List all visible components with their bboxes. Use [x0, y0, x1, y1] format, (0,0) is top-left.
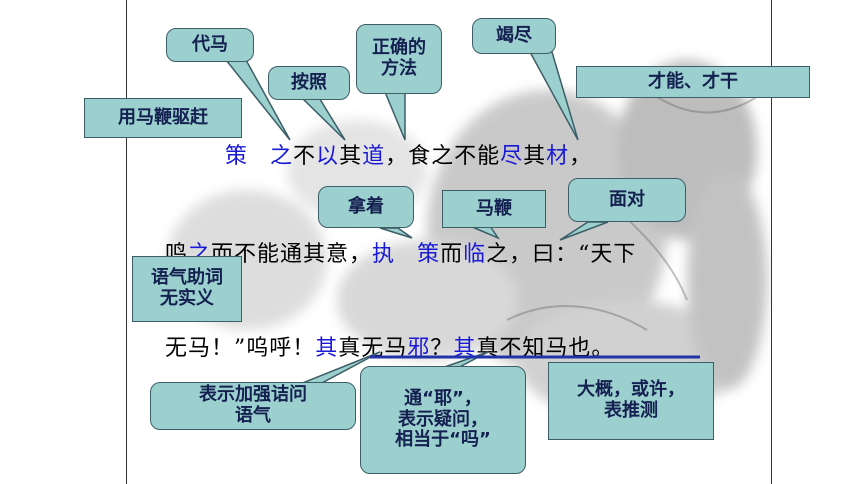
annotation-zhengque-fangfa: 正确的方法: [356, 24, 442, 94]
word-qi-3: 其: [315, 336, 339, 361]
annotation-line: 表示疑问，: [397, 408, 488, 430]
annotation-na-zhe: 拿着: [318, 186, 414, 228]
annotation-dai-ma: 代马: [166, 28, 254, 62]
text-segment: 无马！”呜呼！: [165, 336, 316, 361]
annotation-jie-jin: 竭尽: [472, 18, 556, 54]
annotation-mian-dui: 面对: [568, 178, 686, 222]
word-jin: 尽: [500, 144, 524, 169]
annotation-yong-mabian: 用马鞭驱赶: [84, 98, 242, 138]
annotation-line: 正确的: [372, 37, 426, 59]
word-ye-2: 也: [568, 336, 592, 361]
annotation-line: 相当于“吗”: [395, 429, 491, 451]
text-segment: 真不知马: [476, 336, 569, 361]
annotation-line: 方法: [381, 58, 417, 79]
word-ye: 邪: [407, 336, 431, 361]
annotation-line: 表推测: [604, 400, 658, 421]
word-zhi-hold: 执: [372, 242, 396, 267]
text-segment: 真无马: [338, 336, 408, 361]
word-zhi: 之: [270, 144, 294, 169]
annotation-line: 语气助词: [151, 267, 223, 289]
punct-period: 。: [591, 336, 615, 361]
annotation-cai-neng: 才能、才干: [576, 66, 810, 98]
punct-comma: ，: [569, 144, 593, 169]
annotation-line: 无实义: [160, 288, 214, 309]
annotation-an-zhao: 按照: [268, 66, 350, 100]
word-qi: 其: [339, 144, 363, 169]
text-line-1: 策之不以其道，食之不能尽其材，: [225, 138, 592, 170]
annotation-ma-bian: 马鞭: [442, 190, 546, 228]
annotation-line: 表示加强诘问: [199, 384, 307, 406]
word-bu: 不: [293, 144, 317, 169]
text-segment: 之，曰：“天下: [486, 242, 637, 267]
word-cai: 材: [546, 144, 570, 169]
annotation-line: 语气: [235, 405, 271, 426]
word-ce: 策: [225, 144, 249, 169]
annotation-tong-ye: 通“耶”，表示疑问，相当于“吗”: [360, 366, 526, 474]
word-qi-4: 其: [453, 336, 477, 361]
annotation-line: 通“耶”，: [404, 387, 482, 409]
annotation-dagai: 大概，或许，表推测: [548, 362, 714, 440]
word-lin: 临: [463, 242, 487, 267]
punct-question: ？: [430, 336, 454, 361]
annotation-yuqi-zhuci: 语气助词无实义: [132, 256, 242, 322]
text-line-3: 无马！”呜呼！其真无马邪？其真不知马也。: [165, 330, 614, 362]
word-qi-2: 其: [523, 144, 547, 169]
text-segment: ，食之不能: [385, 144, 501, 169]
annotation-biaoshi-jieqiang: 表示加强诘问语气: [150, 382, 356, 430]
word-yi: 以: [316, 144, 340, 169]
annotation-line: 大概，或许，: [577, 379, 685, 401]
word-ce-2: 策: [417, 242, 441, 267]
word-dao: 道: [362, 144, 386, 169]
word-er: 而: [440, 242, 464, 267]
